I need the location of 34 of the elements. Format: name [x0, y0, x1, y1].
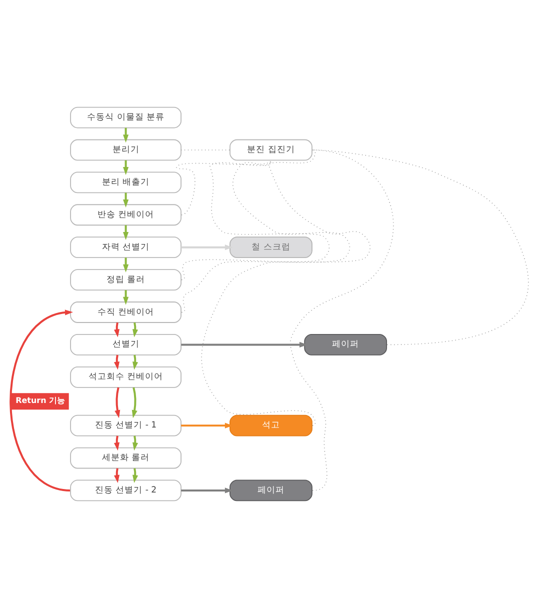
node-box: 수직 컨베이어	[70, 302, 182, 323]
node-box: 분리 배출기	[70, 172, 182, 194]
arrow	[181, 244, 233, 250]
node-box: 정립 롤러	[70, 269, 182, 290]
node-box: 수동식 이물질 분류	[70, 106, 182, 128]
connector	[181, 160, 350, 313]
arrow	[123, 290, 129, 305]
arrow	[123, 225, 129, 240]
connector	[201, 150, 370, 426]
arrow	[114, 387, 120, 418]
connector	[181, 160, 330, 280]
node-box: 석고회수 컨베이어	[70, 366, 182, 388]
arrow	[181, 488, 233, 494]
node-box: 석고	[230, 414, 312, 436]
node-box: 선별기	[70, 334, 182, 356]
arrow	[181, 342, 308, 348]
node-box: 분진 집진기	[230, 139, 312, 161]
connector	[312, 150, 529, 346]
connector	[176, 160, 272, 216]
arrow	[132, 387, 138, 418]
node-box: 진동 선별기 - 2	[70, 480, 182, 502]
node-box: 세분화 롤러	[70, 447, 182, 469]
node-box: 자력 선별기	[70, 236, 182, 258]
node-box: 분리기	[70, 139, 182, 161]
arrow	[181, 422, 233, 428]
node-box: 철 스크럽	[230, 236, 312, 258]
arrow	[123, 192, 129, 208]
arrow	[123, 258, 129, 272]
node-box: 페이퍼	[230, 480, 312, 502]
node-box: 반송 컨베이어	[70, 204, 182, 226]
node-box: 진동 선별기 - 1	[70, 414, 182, 436]
connector	[290, 150, 394, 491]
arrow	[114, 322, 120, 338]
node-box: 페이퍼	[304, 334, 388, 356]
